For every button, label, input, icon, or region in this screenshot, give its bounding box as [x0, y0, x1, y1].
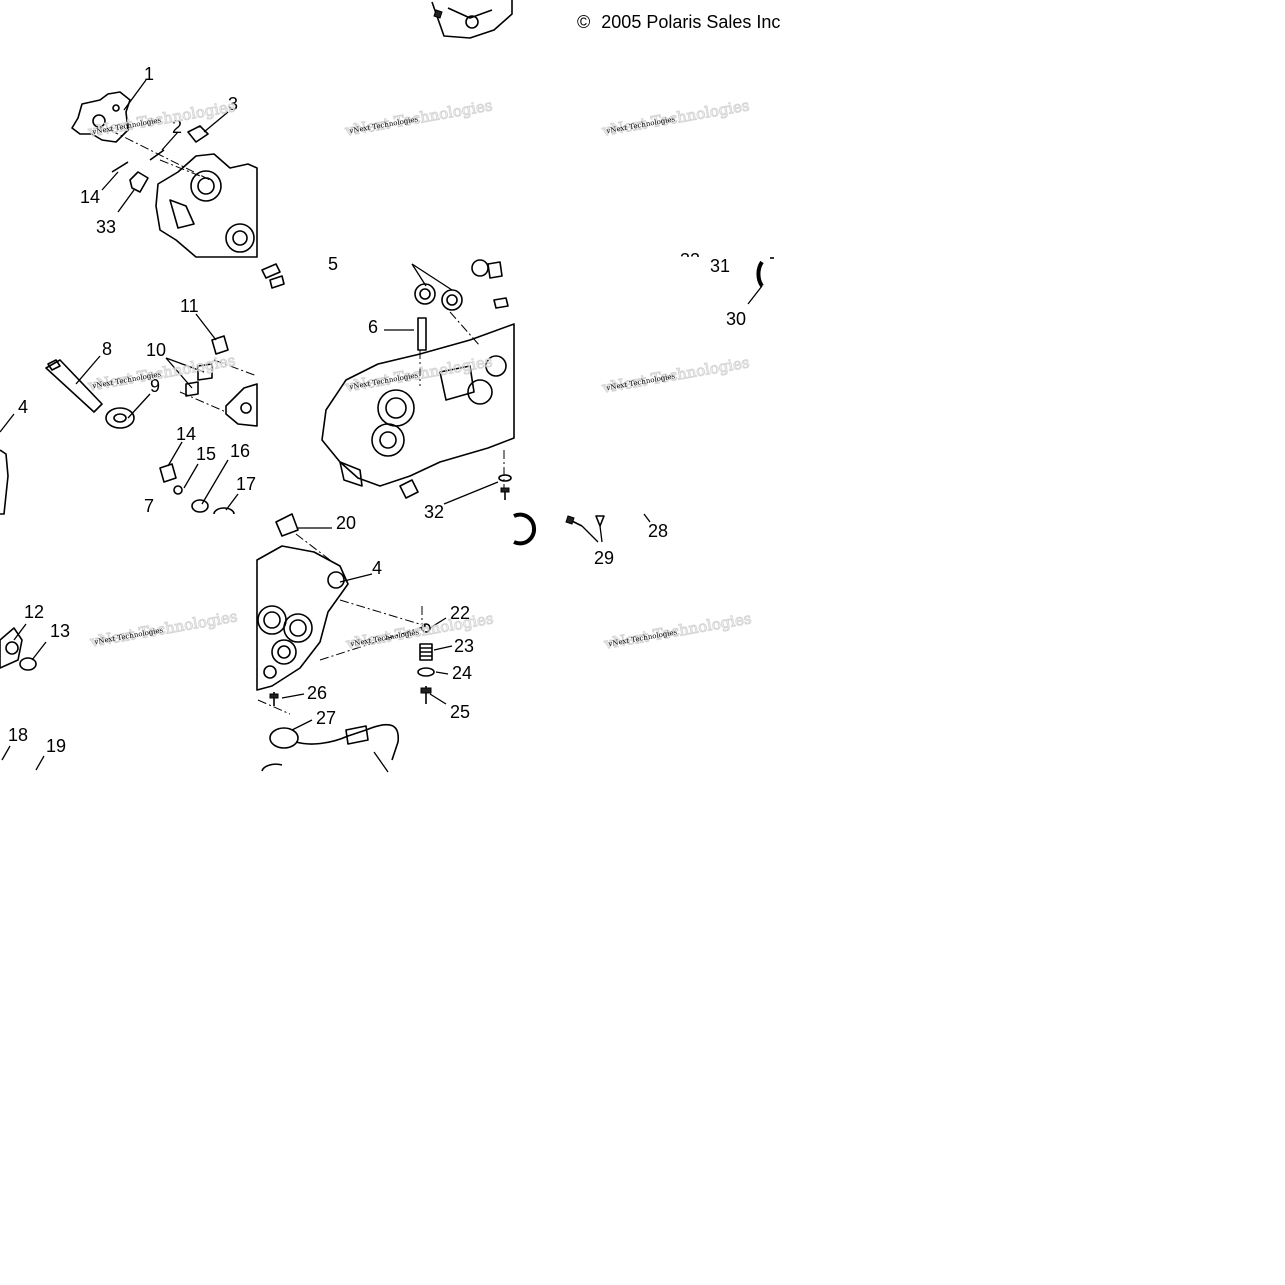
watermark-7-shadow: vNext Technologies: [88, 607, 239, 651]
callout-31: 31: [710, 256, 730, 276]
engine-top-fragment: [431, 0, 513, 39]
tile-lower-left: [0, 623, 47, 771]
copyright-symbol: ©: [577, 12, 590, 32]
callout-14b: 14: [176, 424, 196, 444]
tile-center: [261, 259, 515, 505]
tile-middle-left: [0, 313, 258, 515]
callout-4a: 4: [18, 397, 28, 417]
part-6-pin: [417, 317, 427, 351]
copyright-owner: 2005 Polaris Sales Inc: [601, 12, 780, 32]
callout-29: 29: [594, 548, 614, 568]
part-14-bolt: [111, 161, 129, 173]
crankcase-left: [155, 153, 258, 258]
callout-11: 11: [180, 296, 199, 316]
callout-32-partial: 32: [680, 250, 700, 270]
callout-10: 10: [146, 340, 166, 360]
callout-23: 23: [454, 636, 474, 656]
callout-25: 25: [450, 702, 470, 722]
crankcase-center: [321, 323, 515, 487]
clipped-callouts: 5 32 21: [72, 250, 700, 532]
callout-13: 13: [50, 621, 70, 641]
callout-17: 17: [236, 474, 256, 494]
callout-21-partial: 21: [452, 512, 472, 532]
callout-26: 26: [307, 683, 327, 703]
callout-16: 16: [230, 441, 250, 461]
callout-33: 33: [96, 217, 116, 237]
callout-27: 27: [316, 708, 336, 728]
watermarks: vNext Technologies vNext Technologies vN…: [85, 96, 753, 654]
callout-labels: 1 2 3 14 33 5 11 8 10 9 4 14 15 16 7 17 …: [8, 64, 746, 756]
part-2-pin: [149, 149, 165, 161]
tile-lower-right-fragment: [513, 512, 651, 546]
watermark-6-shadow: vNext Technologies: [600, 353, 751, 397]
callout-8: 8: [102, 339, 112, 359]
callout-20: 20: [336, 513, 356, 533]
tile-lower-center: [256, 513, 453, 773]
callout-32: 32: [424, 502, 444, 522]
part-3: [187, 125, 209, 143]
callout-7: 7: [144, 496, 154, 516]
cover-part-4: [256, 545, 349, 691]
callout-9: 9: [150, 376, 160, 396]
callout-5: 5: [328, 254, 338, 274]
callout-30: 30: [726, 309, 746, 329]
callout-6: 6: [368, 317, 378, 337]
callout-1: 1: [144, 64, 154, 84]
watermark-3-shadow: vNext Technologies: [600, 96, 751, 140]
callout-22: 22: [450, 603, 470, 623]
tile-upper-left: [71, 79, 258, 258]
callout-14a: 14: [80, 187, 100, 207]
callout-15: 15: [196, 444, 216, 464]
callout-2: 2: [172, 117, 182, 137]
callout-5-partial: 5: [72, 512, 82, 532]
part-14-plug: [159, 463, 177, 483]
part-33-clip: [129, 171, 149, 193]
callout-12: 12: [24, 602, 44, 622]
callout-18: 18: [8, 725, 28, 745]
callout-4b: 4: [372, 558, 382, 578]
callout-3: 3: [228, 94, 238, 114]
tile-middle-right-fragment: [747, 257, 774, 305]
part-8-shaft: [45, 359, 103, 413]
copyright-text: © 2005 Polaris Sales Inc: [577, 12, 780, 32]
callout-24: 24: [452, 663, 472, 683]
watermark-1-shadow: vNext Technologies: [86, 97, 237, 141]
callout-28: 28: [648, 521, 668, 541]
callout-19: 19: [46, 736, 66, 756]
part-20: [275, 513, 299, 537]
watermark-9-shadow: vNext Technologies: [602, 609, 753, 653]
part-9-seal: [105, 407, 135, 429]
watermark-2-shadow: vNext Technologies: [343, 96, 494, 140]
